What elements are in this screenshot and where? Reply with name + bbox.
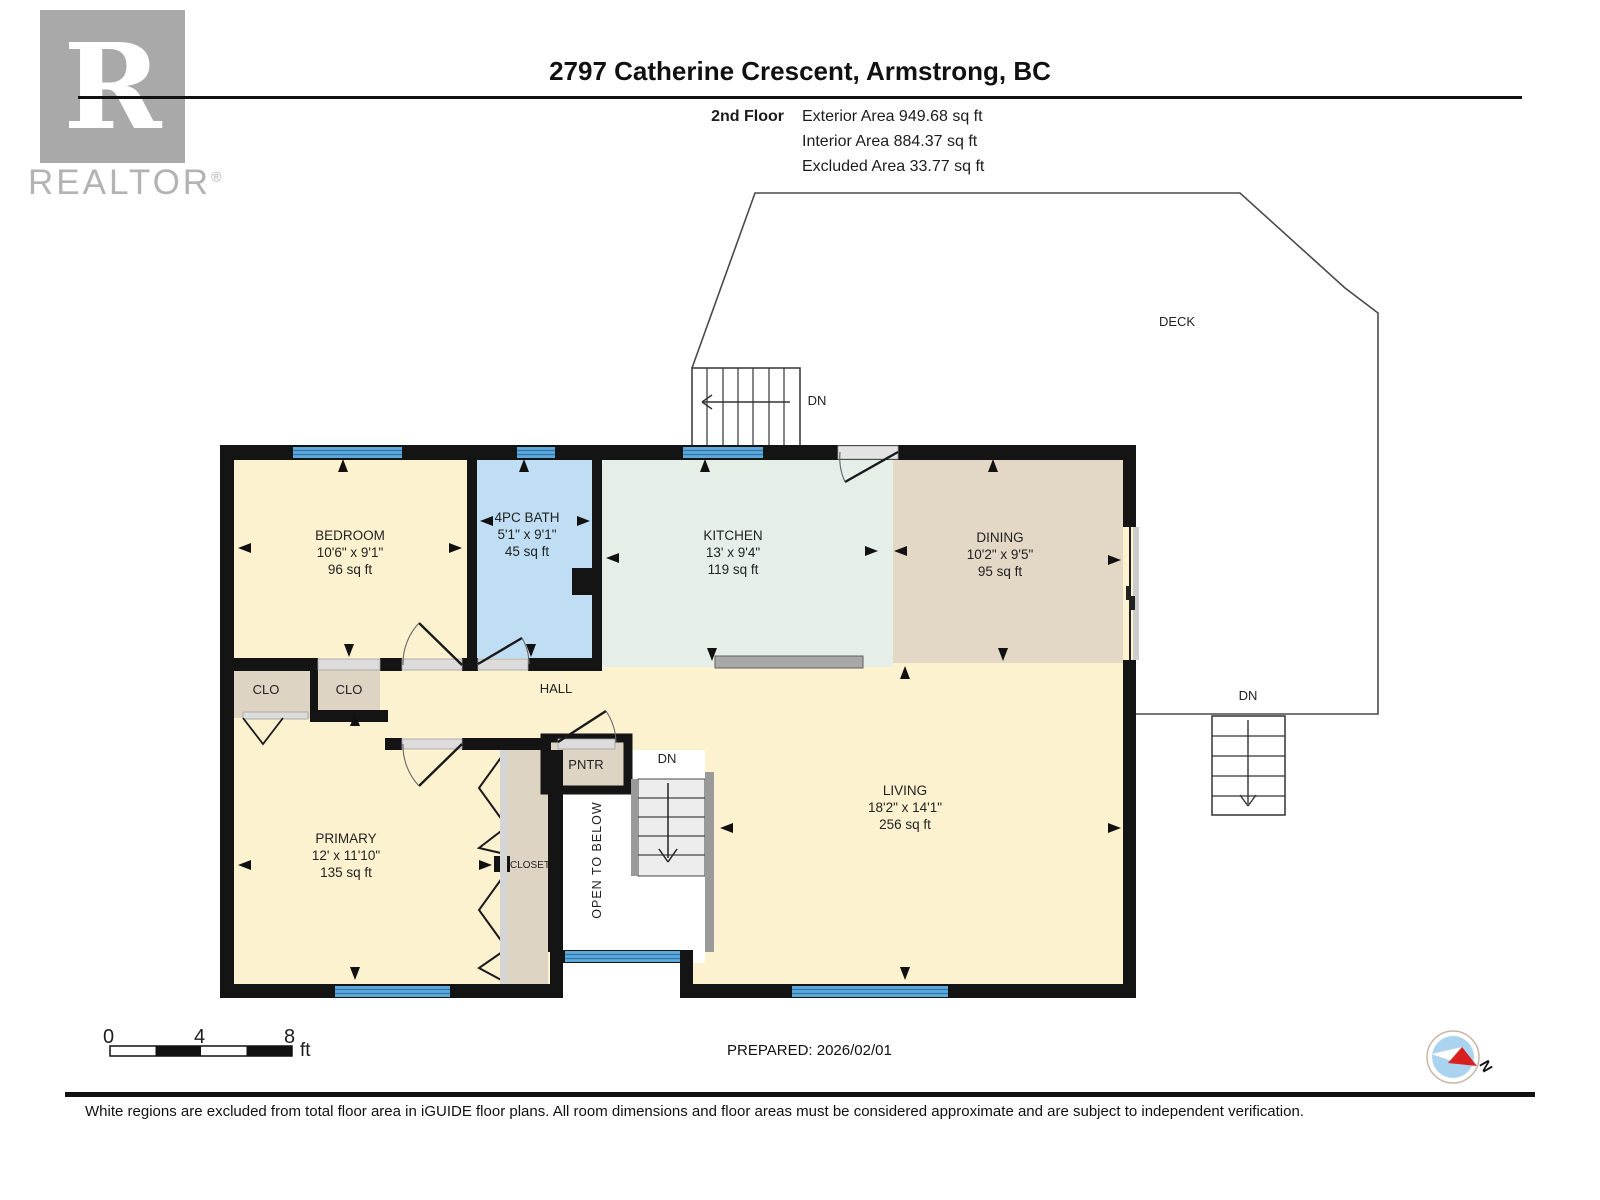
kitchen-label: KITCHEN 13' x 9'4" 119 sq ft — [703, 528, 763, 577]
deck-right-stairs — [1211, 715, 1286, 816]
dining-label: DINING 10'2" x 9'5" 95 sq ft — [966, 530, 1034, 579]
kitchen-floor — [602, 460, 893, 667]
scale-unit: ft — [300, 1040, 311, 1061]
dn-label-top-stairs: DN — [807, 393, 827, 408]
bath-floor — [467, 460, 592, 658]
page-title: 2797 Catherine Crescent, Armstrong, BC — [549, 56, 1051, 86]
windows — [293, 447, 948, 997]
interior-stairs — [631, 772, 714, 952]
scale-tick-4: 4 — [194, 1026, 206, 1048]
header-rule — [78, 96, 1522, 99]
scale-tick-8: 8 — [284, 1026, 296, 1048]
deck-outline — [691, 192, 1379, 715]
exterior-area: Exterior Area 949.68 sq ft — [802, 108, 983, 125]
prepared-date: PREPARED: 2026/02/01 — [727, 1042, 892, 1059]
interior-area: Interior Area 884.37 sq ft — [802, 133, 978, 150]
primary-label: PRIMARY 12' x 11'10" 135 sq ft — [311, 831, 381, 880]
measure-arrows — [238, 459, 1121, 980]
compass-icon — [1426, 1030, 1480, 1084]
door-sills — [242, 445, 899, 750]
dining-floor — [893, 460, 1123, 663]
sliding-door — [1126, 527, 1139, 660]
deck-top-stairs — [691, 367, 801, 448]
bath-label: 4PC BATH 5'1" x 9'1" 45 sq ft — [494, 510, 560, 559]
realtor-logo: R — [40, 10, 185, 163]
clo1-label: CLO — [252, 682, 280, 697]
doors — [242, 450, 899, 984]
closet-label: CLOSET — [509, 860, 551, 871]
bedroom-label: BEDROOM 10'6" x 9'1" 96 sq ft — [315, 528, 385, 577]
living-label: LIVING 18'2" x 14'1" 256 sq ft — [867, 783, 943, 832]
excluded-area: Excluded Area 33.77 sq ft — [802, 158, 985, 175]
dn-label-interior-stairs: DN — [657, 751, 677, 766]
kitchen-counter — [714, 655, 864, 669]
realtor-logo-letter: R — [63, 16, 162, 156]
deck-label: DECK — [1158, 314, 1196, 329]
pantry-label: PNTR — [568, 757, 604, 772]
realtor-wordmark: REALTOR® — [28, 163, 225, 202]
footer-rule — [65, 1092, 1535, 1097]
scale-bar — [109, 1045, 293, 1057]
open-to-below-label: OPEN TO BELOW — [590, 801, 604, 919]
registered-mark: ® — [211, 168, 225, 185]
dn-label-deck-stairs: DN — [1238, 688, 1258, 703]
hall-label: HALL — [539, 681, 573, 696]
floor-label: 2nd Floor — [711, 108, 784, 125]
open-below-notch — [563, 963, 680, 1000]
clo2-label: CLO — [335, 682, 363, 697]
scale-tick-0: 0 — [103, 1026, 115, 1048]
footer-disclaimer: White regions are excluded from total fl… — [85, 1103, 1304, 1120]
